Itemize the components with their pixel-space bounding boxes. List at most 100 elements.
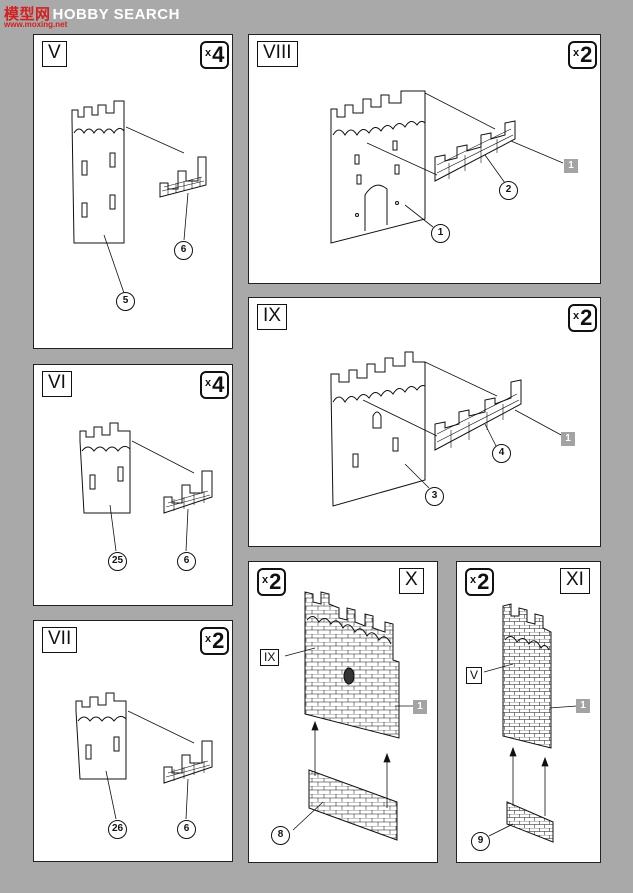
leader-line (483, 663, 514, 673)
qty-prefix: x (262, 574, 269, 586)
part-callout: 3 (425, 487, 444, 506)
qty-prefix: x (205, 377, 212, 389)
step-label: X (399, 568, 424, 594)
tower-brick-assembly (502, 603, 552, 749)
part-callout: 25 (108, 552, 127, 571)
tower-wall-part (71, 100, 125, 244)
tower-wall-part (330, 351, 426, 507)
part-callout: 2 (499, 181, 518, 200)
assembly-guide (125, 126, 185, 154)
quantity-badge: x2 (257, 568, 287, 596)
assembly-illustration (330, 351, 564, 507)
part-callout: 9 (471, 832, 490, 851)
step-label: VIII (257, 41, 298, 67)
step-panel-xi: x2 XI V 1 (456, 561, 601, 863)
leader-line (484, 423, 498, 449)
step-panel-viii: VIII x2 1 2 1 (248, 34, 601, 284)
qty-value: 2 (269, 569, 282, 594)
reference-marker: 1 (576, 699, 590, 713)
qty-prefix: x (205, 47, 212, 59)
leader-line (103, 234, 125, 294)
watermark-url: www.moxing.net (4, 20, 68, 29)
qty-value: 2 (580, 305, 593, 330)
qty-value: 2 (212, 628, 225, 653)
quantity-badge: x2 (465, 568, 495, 596)
gate-wall-part (330, 90, 426, 244)
step-label: VI (42, 371, 72, 397)
assembly-illustration (75, 692, 213, 820)
assembly-illustration (284, 591, 413, 841)
assembly-guide (127, 710, 195, 744)
step-panel-x: x2 X (248, 561, 438, 863)
qty-prefix: x (470, 574, 477, 586)
assembly-illustration (483, 603, 578, 843)
part-callout: 26 (108, 820, 127, 839)
assembly-guide (424, 361, 498, 397)
assembly-illustration (79, 422, 213, 552)
qty-prefix: x (205, 633, 212, 645)
assembly-illustration (71, 100, 207, 294)
step-label: IX (257, 304, 287, 330)
part-callout: 1 (431, 224, 450, 243)
leader-line (292, 801, 324, 831)
brick-panel-part (506, 801, 554, 843)
tower-wall-part (75, 692, 127, 780)
battlement-part (159, 156, 207, 198)
leader-line (404, 204, 434, 228)
qty-value: 2 (477, 569, 490, 594)
leader-line (284, 647, 316, 657)
leader-line (404, 463, 430, 489)
reference-marker: 1 (561, 432, 575, 446)
brick-wall-assembly (304, 591, 400, 739)
step-label: VII (42, 627, 78, 653)
assembly-illustration (330, 90, 564, 244)
step-panel-ix: IX x2 1 4 3 (248, 297, 601, 547)
step-label: V (42, 41, 67, 67)
qty-prefix: x (573, 310, 580, 322)
step-panel-v: V x4 6 5 (33, 34, 233, 349)
qty-value: 2 (580, 42, 593, 67)
leader-line (185, 508, 189, 552)
leader-line (514, 409, 564, 437)
step-reference-label: V (466, 667, 483, 684)
leader-line (484, 154, 506, 184)
battlement-part (434, 120, 516, 182)
step-label: XI (560, 568, 590, 594)
tower-wall-part (79, 422, 131, 514)
assembly-guide (424, 92, 496, 130)
assembly-guide (131, 440, 195, 474)
quantity-badge: x4 (200, 371, 230, 399)
quantity-badge: x2 (568, 304, 598, 332)
watermark-text: HOBBY SEARCH (52, 6, 180, 23)
part-callout: 6 (177, 552, 196, 571)
leader-line (105, 770, 117, 820)
step-reference-label: IX (260, 649, 280, 666)
quantity-badge: x2 (568, 41, 598, 69)
reference-marker: 1 (413, 700, 427, 714)
part-callout: 6 (174, 241, 193, 260)
part-callout: 5 (116, 292, 135, 311)
step-panel-vii: VII x2 26 6 (33, 620, 233, 862)
battlement-part (163, 740, 213, 784)
brick-panel-part (308, 769, 398, 841)
quantity-badge: x4 (200, 41, 230, 69)
part-callout: 6 (177, 820, 196, 839)
part-callout: 4 (492, 444, 511, 463)
battlement-part (434, 379, 522, 451)
leader-line (510, 140, 564, 164)
reference-marker: 1 (564, 159, 578, 173)
qty-prefix: x (573, 47, 580, 59)
part-callout: 8 (271, 826, 290, 845)
leader-line (183, 192, 189, 241)
leader-line (109, 504, 117, 552)
qty-value: 4 (212, 372, 225, 397)
qty-value: 4 (212, 42, 225, 67)
leader-line (185, 778, 189, 820)
watermark-logo: 模型网 (4, 6, 51, 23)
assembly-guide (366, 142, 438, 176)
quantity-badge: x2 (200, 627, 230, 655)
assembly-guide (362, 399, 438, 437)
battlement-part (163, 470, 213, 514)
